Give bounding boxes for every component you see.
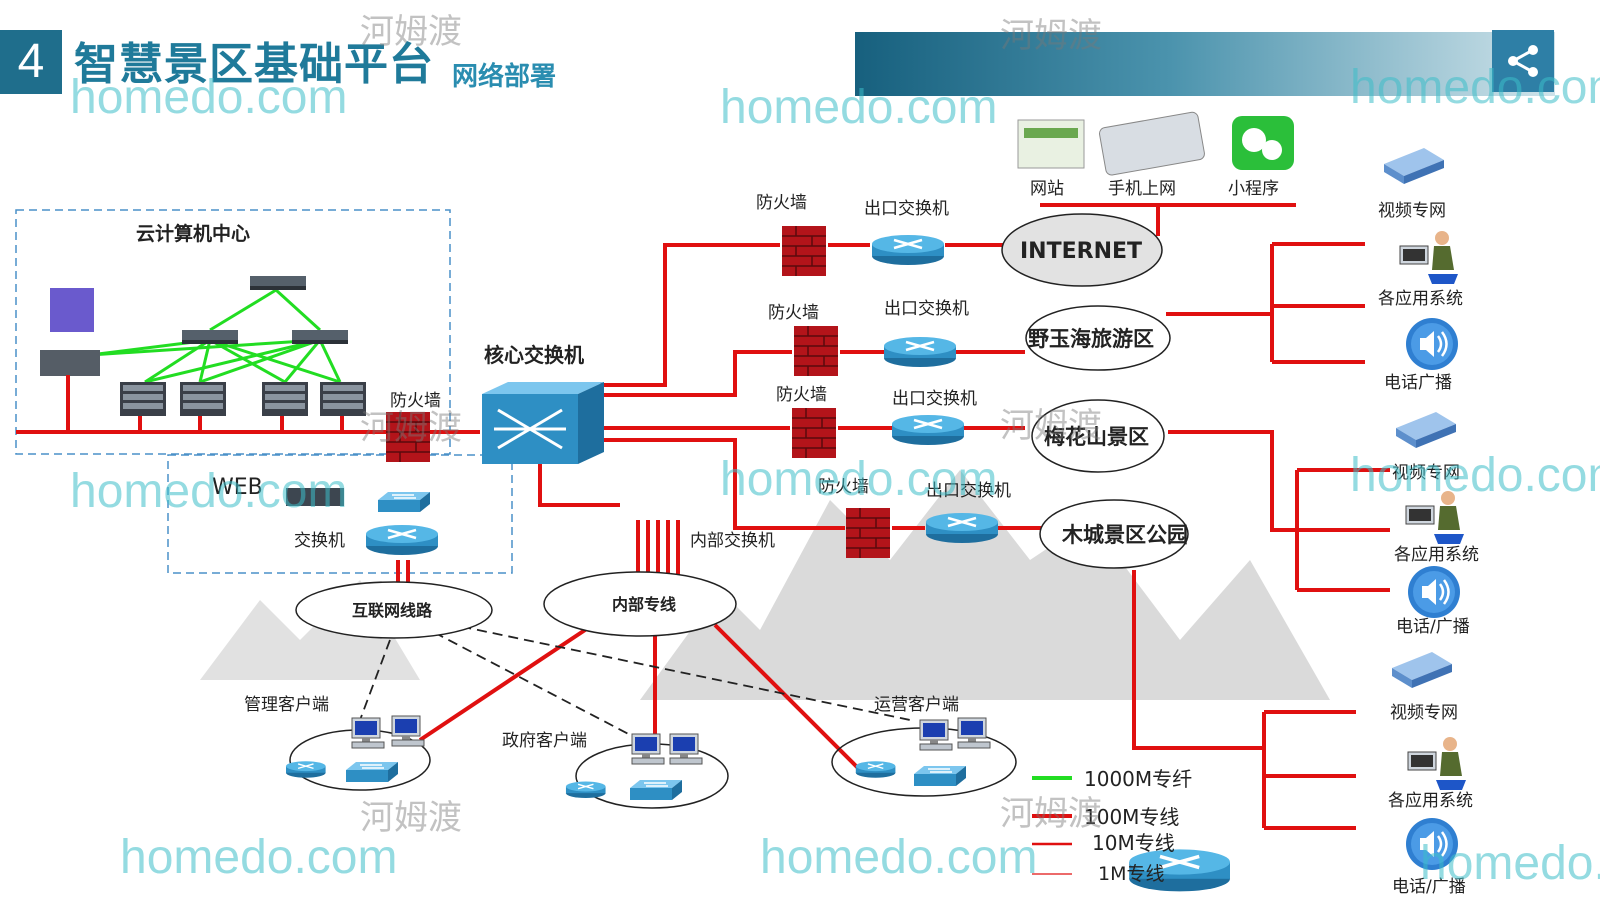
server-4: [320, 382, 366, 416]
web-switch-label: 交换机: [294, 531, 345, 551]
web-router-icon: [364, 523, 440, 557]
svg-text:各应用系统: 各应用系统: [1378, 289, 1463, 309]
legend-item-100m: 100M专线: [1084, 805, 1179, 829]
svg-text:政府客户端: 政府客户端: [502, 731, 587, 751]
operator-icon: [1399, 230, 1459, 285]
web-switch-icon: [377, 491, 431, 513]
svg-text:出口交换机: 出口交换机: [884, 299, 969, 319]
legend-item-1000m: 1000M专纤: [1084, 767, 1192, 791]
branch-0: 防火墙 出口交换机: [756, 193, 949, 277]
right-group-1: 视频专网 各应用系统 电话广播: [1378, 148, 1463, 393]
svg-text:小程序: 小程序: [1228, 179, 1279, 199]
svg-text:出口交换机: 出口交换机: [864, 199, 949, 219]
camera-icon: [1396, 412, 1456, 448]
operator-icon: [1407, 736, 1467, 791]
firewall-left-icon: [385, 411, 431, 463]
svg-text:防火墙: 防火墙: [776, 385, 827, 405]
website-icon: [1017, 119, 1085, 169]
svg-text:防火墙: 防火墙: [818, 477, 869, 497]
branch-2: 防火墙 出口交换机: [776, 385, 977, 459]
svg-text:运营客户端: 运营客户端: [874, 695, 959, 715]
svg-text:防火墙: 防火墙: [756, 193, 807, 213]
firewall-left-label: 防火墙: [390, 391, 441, 411]
page-subtitle: 网络部署: [452, 62, 557, 92]
svg-text:视频专网: 视频专网: [1392, 463, 1460, 483]
gigabit-links: [89, 288, 342, 384]
legend-item-1m: 1M专线: [1098, 863, 1164, 885]
camera-icon: [1384, 148, 1444, 184]
cloud-switch-right: [292, 330, 348, 344]
svg-text:网站: 网站: [1030, 179, 1064, 199]
phone-icon: [1099, 111, 1205, 176]
web-label: WEB: [212, 475, 263, 500]
svg-text:电话/广播: 电话/广播: [1392, 877, 1466, 897]
dashed-links: [359, 619, 911, 741]
internet-line-cloud: 互联网线路: [295, 581, 493, 639]
client-government: 政府客户端: [502, 731, 729, 809]
svg-text:INTERNET: INTERNET: [1020, 239, 1142, 264]
internal-switch-label: 内部交换机: [690, 531, 775, 551]
branch-3: 防火墙 出口交换机: [818, 477, 1011, 559]
svg-text:木城景区公园: 木城景区公园: [1061, 523, 1188, 547]
branch-cloud-1: 野玉海旅游区: [1025, 305, 1171, 371]
svg-text:梅花山景区: 梅花山景区: [1044, 425, 1149, 449]
red-backbone: [16, 203, 1390, 830]
svg-text:视频专网: 视频专网: [1390, 703, 1458, 723]
branch-cloud-2: 梅花山景区: [1031, 399, 1165, 473]
camera-icon: [1392, 652, 1452, 688]
speaker-icon: [1404, 316, 1460, 372]
client-management: 管理客户端: [244, 695, 431, 791]
svg-text:出口交换机: 出口交换机: [926, 481, 1011, 501]
svg-text:互联网线路: 互联网线路: [352, 601, 433, 620]
share-icon: [1508, 45, 1538, 77]
svg-text:管理客户端: 管理客户端: [244, 695, 329, 715]
share-button[interactable]: [1492, 30, 1554, 92]
cloud-switch-top: [250, 276, 306, 290]
core-switch-label: 核心交换机: [484, 343, 584, 367]
legend-item-10m: 10M专线: [1092, 831, 1175, 855]
server-3: [262, 382, 308, 416]
client-operations: 运营客户端: [831, 695, 1017, 797]
internal-line-cloud: 内部专线: [543, 571, 737, 637]
branch-cloud-3: 木城景区公园: [1039, 499, 1189, 569]
storage-array: [40, 288, 100, 376]
svg-text:电话/广播: 电话/广播: [1396, 617, 1470, 637]
svg-text:野玉海旅游区: 野玉海旅游区: [1028, 327, 1154, 351]
web-zone-box: [167, 454, 513, 574]
svg-text:防火墙: 防火墙: [768, 303, 819, 323]
speaker-icon: [1406, 564, 1462, 620]
svg-text:视频专网: 视频专网: [1378, 201, 1446, 221]
svg-text:手机上网: 手机上网: [1108, 179, 1176, 199]
internet-services: 网站 手机上网 小程序: [1017, 111, 1294, 199]
cloud-center-title: 云计算机中心: [136, 222, 250, 245]
right-group-3: 视频专网 各应用系统 电话/广播: [1388, 652, 1473, 897]
web-server-icon: [286, 488, 344, 506]
server-2: [180, 382, 226, 416]
cloud-switch-left: [182, 330, 238, 344]
page-title: 智慧景区基础平台: [74, 39, 434, 90]
svg-text:各应用系统: 各应用系统: [1394, 545, 1479, 565]
section-number: 4: [0, 30, 62, 94]
svg-text:各应用系统: 各应用系统: [1388, 791, 1473, 811]
core-switch-icon: [482, 382, 604, 464]
internet-cloud: INTERNET: [1001, 213, 1163, 287]
svg-text:内部专线: 内部专线: [612, 595, 676, 614]
speaker-icon: [1404, 816, 1460, 872]
svg-text:出口交换机: 出口交换机: [892, 389, 977, 409]
operator-icon: [1405, 490, 1465, 545]
legend: 1000M专纤 100M专线 10M专线 1M专线: [1032, 767, 1192, 885]
header-banner: [855, 32, 1555, 96]
svg-text:电话广播: 电话广播: [1384, 373, 1452, 393]
branch-1: 防火墙 出口交换机: [768, 299, 969, 377]
server-1: [120, 382, 166, 416]
right-group-2: 视频专网 各应用系统 电话/广播: [1392, 412, 1479, 637]
